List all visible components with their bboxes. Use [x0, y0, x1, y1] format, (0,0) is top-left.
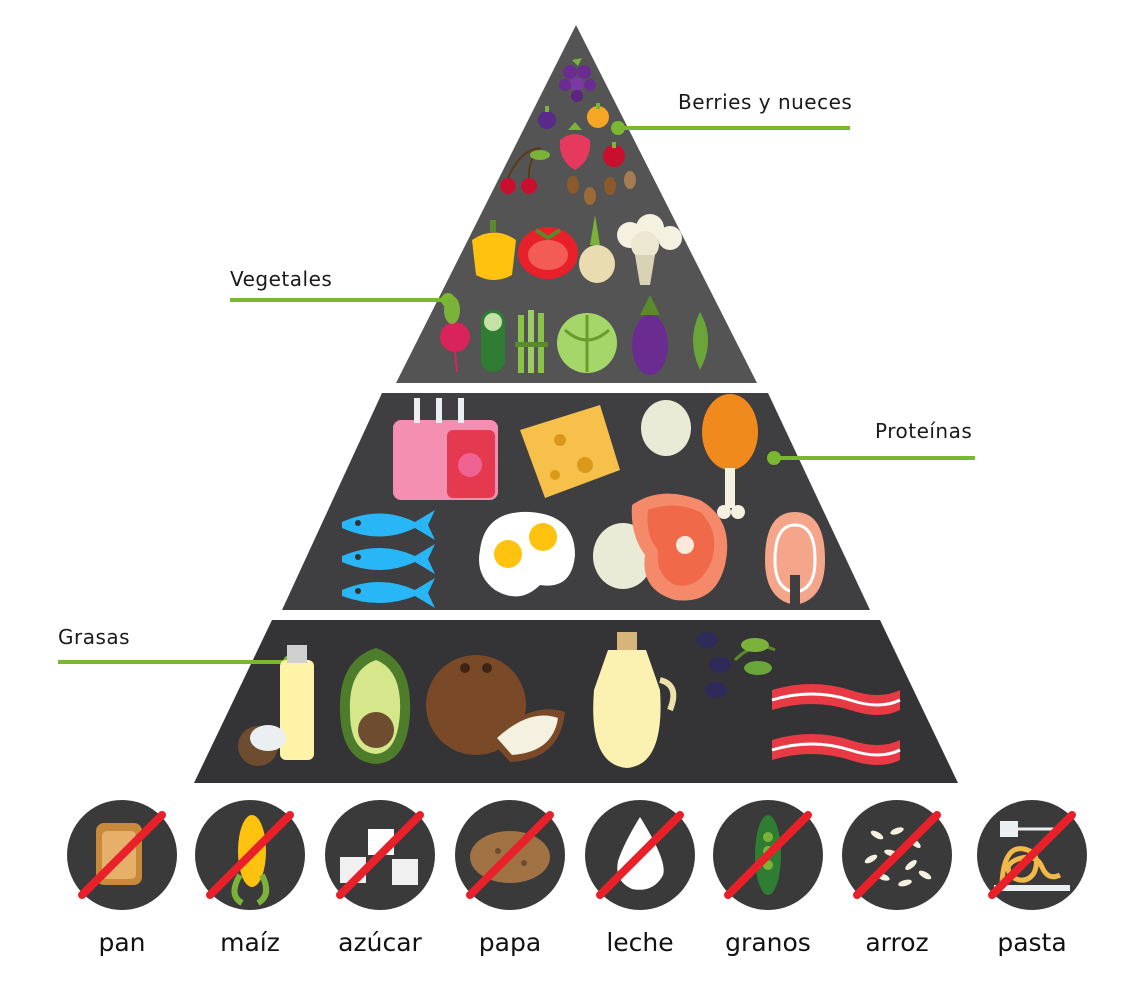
ban-label-leche: leche: [606, 928, 674, 957]
ban-arroz: [842, 800, 952, 910]
bell-pepper-icon: [472, 220, 516, 280]
fried-eggs-icon: [479, 511, 575, 597]
fish-icon-3: [342, 578, 435, 608]
grapes-icon: [559, 58, 596, 102]
leader-line-berries: [611, 121, 850, 135]
label-vegetables: Vegetales: [230, 267, 333, 291]
ban-label-papa: papa: [478, 928, 542, 957]
almonds-icon: [567, 171, 636, 205]
ban-leche: [585, 800, 695, 910]
pyramid-tier-top: [396, 25, 757, 383]
ban-pasta: [977, 800, 1087, 910]
ban-pan: [67, 800, 177, 910]
salmon-steak-icon: [765, 512, 825, 607]
ban-label-granos: granos: [725, 928, 811, 957]
cauliflower-icon: [617, 214, 682, 285]
coconut-piece-icon: [490, 709, 565, 762]
fish-icon-2: [342, 544, 435, 574]
ban-label-pan: pan: [98, 928, 146, 957]
ban-maiz: [195, 800, 305, 910]
chicken-leg-icon: [702, 394, 758, 519]
raspberry-icon: [559, 122, 591, 170]
olives-branch-icon: [696, 632, 776, 698]
ban-label-maiz: maíz: [220, 928, 280, 957]
label-fats: Grasas: [58, 625, 131, 649]
cherry-icon: [500, 147, 550, 194]
leader-line-vegetables: [230, 293, 455, 307]
tomato-icon: [518, 227, 578, 279]
cheese-icon: [520, 405, 620, 498]
ban-label-arroz: arroz: [865, 928, 929, 957]
arugula-icon: [693, 312, 708, 370]
label-proteins: Proteínas: [875, 419, 973, 443]
label-berries-nuts: Berries y nueces: [678, 90, 853, 114]
ban-azucar: [325, 800, 435, 910]
avocado-icon: [339, 648, 411, 764]
cabbage-icon: [557, 313, 617, 373]
asparagus-icon: [515, 310, 548, 373]
fish-icon-1: [342, 510, 435, 540]
leader-line-proteins: [767, 451, 975, 465]
ban-label-pasta: pasta: [997, 928, 1067, 957]
coconut-oil-bottle-icon: [280, 645, 314, 760]
coconut-half-icon: [238, 725, 286, 766]
ban-papa: [455, 800, 565, 910]
orange-berry-icon: [587, 103, 609, 128]
rack-of-lamb-icon: [393, 398, 498, 500]
blackberry-icon: [538, 106, 556, 129]
red-berry-icon: [603, 142, 625, 167]
bacon-icon: [771, 684, 901, 765]
onion-icon: [579, 215, 615, 283]
egg-icon: [641, 400, 691, 456]
radish-icon: [440, 296, 470, 373]
ban-label-azucar: azúcar: [338, 928, 422, 957]
cucumber-icon: [481, 310, 505, 372]
eggplant-icon: [632, 295, 668, 375]
ban-granos: [713, 800, 823, 910]
steak-icon: [631, 493, 728, 601]
olive-oil-jug-icon: [593, 632, 677, 768]
